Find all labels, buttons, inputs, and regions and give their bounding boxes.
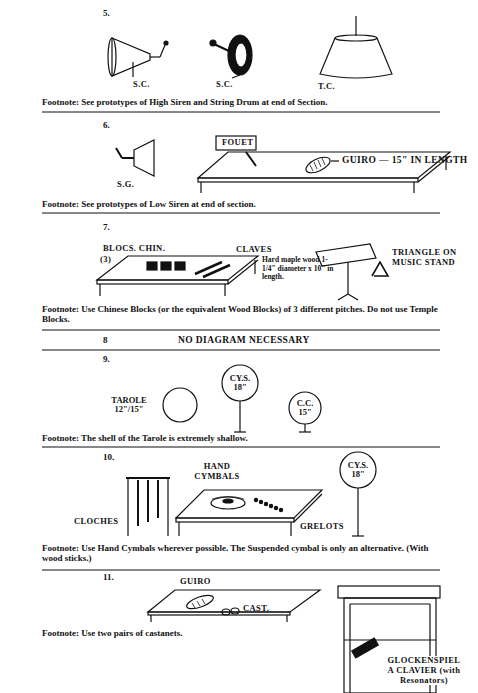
instrument-circle: TAROLE 12"/15" <box>100 386 200 424</box>
instrument-label: CLOCHES <box>74 517 118 527</box>
instrument-label: CLAVES <box>236 245 272 255</box>
instrument-label: TAROLE 12"/15" <box>100 396 158 415</box>
instrument-label: GRELOTS <box>300 522 344 532</box>
instrument-label: GLOCKENSPIEL A CLAVIER (with Resonators) <box>384 656 464 685</box>
section-number: 9. <box>103 354 110 364</box>
instrument-label: FOUET <box>221 138 254 148</box>
instrument-label: TRIANGLE ON MUSIC STAND <box>392 248 472 268</box>
instrument-label: CY.S. 18" <box>342 461 374 480</box>
footnote: Footnote: See prototypes of Low Siren at… <box>42 199 462 209</box>
instrument-label: HAND CYMBALS <box>192 462 242 482</box>
instrument-label: C.C. 15" <box>291 399 319 418</box>
footnote: Footnote: The shell of the Tarole is ext… <box>42 433 462 443</box>
instrument-circle: CY.S. 18" <box>221 364 259 402</box>
footnote: Footnote: See prototypes of High Siren a… <box>42 97 462 107</box>
dimension-note: Hard maple wood 1-1/4" diameter x 10" in… <box>262 256 336 282</box>
instrument-label: S.C. <box>216 80 233 90</box>
footnote: Footnote: Use Hand Cymbals wherever poss… <box>42 543 442 564</box>
instrument-circle: CY.S. 18" <box>339 451 377 489</box>
section-number: 7. <box>103 222 110 232</box>
section-number: 5. <box>103 8 110 18</box>
section-number: 6. <box>103 120 110 130</box>
instrument-label: GUIRO <box>180 577 211 587</box>
instrument-label: S.G. <box>117 180 134 190</box>
instrument-label: CY.S. 18" <box>224 374 256 393</box>
instrument-label: S.C. <box>133 80 150 90</box>
footnote: Footnote: Use two pairs of castanets. <box>42 628 272 638</box>
section-number: 8 <box>103 335 108 345</box>
instrument-circle: C.C. 15" <box>288 391 322 425</box>
instrument-label: CAST. <box>243 604 269 614</box>
footnote: Footnote: Use Chinese Blocks (or the equ… <box>42 304 442 325</box>
note: NO DIAGRAM NECESSARY <box>178 335 310 346</box>
section-number: 10. <box>103 452 114 462</box>
instrument-label: GUIRO — 15" IN LENGTH <box>342 155 468 166</box>
instrument-label: BLOCS. CHIN. <box>103 244 165 254</box>
instrument-label: (3) <box>100 255 111 265</box>
instrument-label: T.C. <box>318 82 335 92</box>
section-number: 11. <box>103 572 114 582</box>
